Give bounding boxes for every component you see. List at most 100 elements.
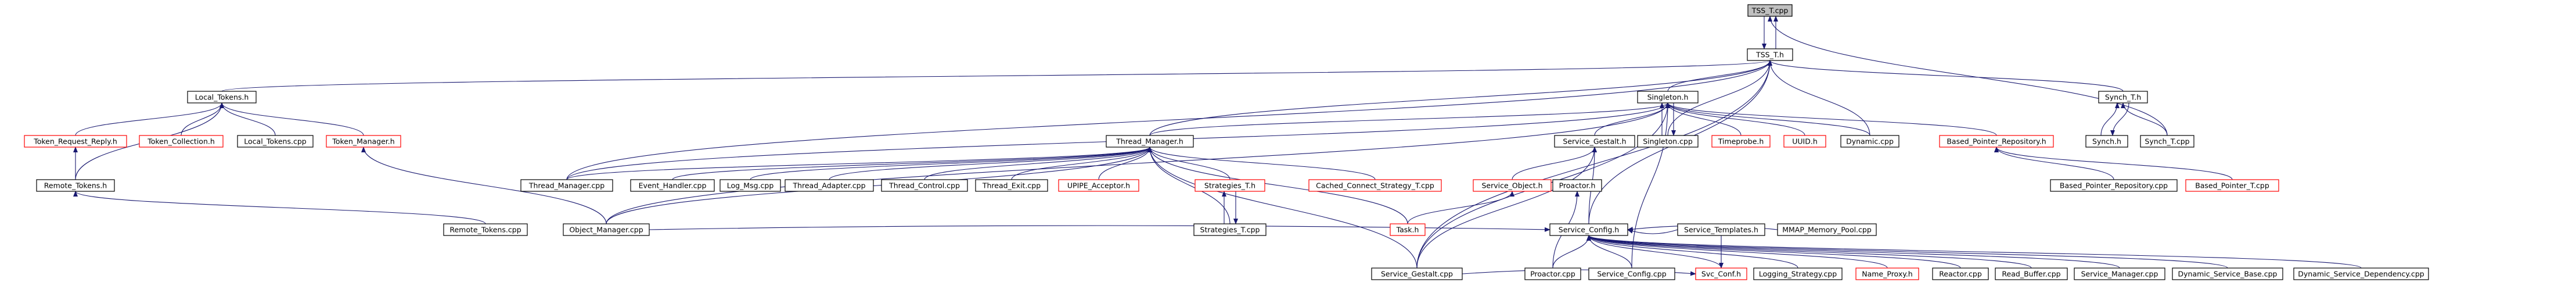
node-box — [1711, 135, 1771, 148]
node-service-gestalt-h[interactable]: Service_Gestalt.h — [1554, 135, 1635, 148]
node-token-collection-h[interactable]: Token_Collection.h — [139, 135, 224, 148]
node-task-h[interactable]: Task.h — [1390, 223, 1426, 236]
node-label: Reactor.cpp — [1939, 270, 1982, 279]
node-label: Synch.h — [2092, 137, 2121, 146]
edge-task_h-to-service_object_h — [1407, 191, 1514, 224]
node-box — [1747, 4, 1793, 17]
node-dynamic-service-dependency-cpp[interactable]: Dynamic_Service_Dependency.cpp — [2293, 267, 2429, 280]
node-remote-tokens-cpp[interactable]: Remote_Tokens.cpp — [443, 223, 528, 236]
node-based-pointer-t-cpp[interactable]: Based_Pointer_T.cpp — [2185, 179, 2279, 192]
node-token-request-reply-h[interactable]: Token_Request_Reply.h — [24, 135, 127, 148]
node-mmap-memory-pool-cpp[interactable]: MMAP_Memory_Pool.cpp — [1777, 223, 1877, 236]
node-label: Service_Config.h — [1559, 226, 1619, 234]
node-box — [1677, 223, 1765, 236]
node-box — [563, 223, 650, 236]
node-name-proxy-h[interactable]: Name_Proxy.h — [1855, 267, 1919, 280]
edge-synch_t_h-to-tss_t_h — [1768, 60, 2124, 92]
node-service-templates-h[interactable]: Service_Templates.h — [1677, 223, 1765, 236]
node-thread-exit-cpp[interactable]: Thread_Exit.cpp — [975, 179, 1048, 192]
node-label: Logging_Strategy.cpp — [1759, 270, 1837, 279]
edge-task_h-to-thread_manager_h — [1147, 147, 1408, 224]
node-box — [1549, 223, 1628, 236]
node-synch-h[interactable]: Synch.h — [2085, 135, 2128, 148]
node-box — [1932, 267, 1989, 280]
node-dynamic-service-base-cpp[interactable]: Dynamic_Service_Base.cpp — [2172, 267, 2283, 280]
edge-service_gestalt_cpp-to-tss_t_h — [1416, 60, 1772, 269]
edge-service_templates_h-to-service_config_h — [1627, 229, 1678, 234]
node-label: Thread_Adapter.cpp — [792, 181, 865, 190]
node-event-handler-cpp[interactable]: Event_Handler.cpp — [630, 179, 715, 192]
edge-token_manager_h-to-local_tokens_h — [220, 102, 364, 136]
node-local-tokens-cpp[interactable]: Local_Tokens.cpp — [237, 135, 314, 148]
node-box — [2140, 135, 2194, 148]
node-remote-tokens-h[interactable]: Remote_Tokens.h — [36, 179, 115, 192]
node-strategies-t-cpp[interactable]: Strategies_T.cpp — [1193, 223, 1267, 236]
node-service-config-h[interactable]: Service_Config.h — [1549, 223, 1628, 236]
edge-dynamic_service_base_cpp-to-service_config_h — [1586, 235, 2228, 269]
node-thread-manager-h[interactable]: Thread_Manager.h — [1106, 135, 1194, 148]
node-tss-t-cpp[interactable]: TSS_T.cpp — [1747, 4, 1793, 17]
node-proactor-h[interactable]: Proactor.h — [1552, 179, 1602, 192]
node-local-tokens-h[interactable]: Local_Tokens.h — [187, 91, 257, 103]
node-box — [1524, 267, 1581, 280]
edge-object_manager_cpp-to-singleton_h — [606, 102, 1670, 224]
edge-based_pointer_t_cpp-to-based_pointer_repository_h — [1994, 147, 2233, 180]
node-svc-conf-h[interactable]: Svc_Conf.h — [1695, 267, 1747, 280]
node-box — [139, 135, 224, 148]
node-service-object-h[interactable]: Service_Object.h — [1473, 179, 1552, 192]
node-label: Remote_Tokens.cpp — [449, 226, 521, 234]
node-synch-t-cpp[interactable]: Synch_T.cpp — [2140, 135, 2194, 148]
node-thread-control-cpp[interactable]: Thread_Control.cpp — [881, 179, 968, 192]
edge-strategies_t_cpp-to-thread_manager_h — [1147, 147, 1231, 224]
node-service-config-cpp[interactable]: Service_Config.cpp — [1588, 267, 1675, 280]
edge-cached_connect_strategy_t_cpp-to-thread_manager_h — [1147, 147, 1376, 180]
node-label: Token_Collection.h — [147, 137, 215, 146]
node-logging-strategy-cpp[interactable]: Logging_Strategy.cpp — [1753, 267, 1843, 280]
edge-strategies_t_h-to-thread_manager_h — [1147, 147, 1231, 180]
node-label: Service_Config.cpp — [1597, 270, 1666, 279]
edge-thread_adapter_cpp-to-thread_manager_h — [829, 147, 1152, 180]
edge-dynamic_cpp-to-singleton_h — [1665, 102, 1870, 136]
edge-reactor_cpp-to-service_config_h — [1586, 235, 1961, 269]
node-object-manager-cpp[interactable]: Object_Manager.cpp — [563, 223, 650, 236]
node-uuid-h[interactable]: UUID.h — [1783, 135, 1826, 148]
node-token-manager-h[interactable]: Token_Manager.h — [326, 135, 401, 148]
node-label: UUID.h — [1792, 137, 1818, 146]
node-box — [785, 179, 874, 192]
edge-remote_tokens_cpp-to-remote_tokens_h — [73, 191, 486, 224]
node-label: MMAP_Memory_Pool.cpp — [1782, 226, 1872, 234]
edge-name_proxy_h-to-service_config_h — [1586, 235, 1888, 269]
node-proactor-cpp[interactable]: Proactor.cpp — [1524, 267, 1581, 280]
node-label: Proactor.h — [1559, 181, 1596, 190]
node-tss-t-h[interactable]: TSS_T.h — [1747, 48, 1793, 61]
node-synch-t-h[interactable]: Synch_T.h — [2098, 91, 2148, 103]
node-reactor-cpp[interactable]: Reactor.cpp — [1932, 267, 1989, 280]
node-thread-manager-cpp[interactable]: Thread_Manager.cpp — [520, 179, 613, 192]
node-label: Service_Object.h — [1481, 181, 1542, 190]
node-based-pointer-repository-h[interactable]: Based_Pointer_Repository.h — [1939, 135, 2054, 148]
node-cached-connect-strategy-t-cpp[interactable]: Cached_Connect_Strategy_T.cpp — [1308, 179, 1442, 192]
node-upipe-acceptor-h[interactable]: UPIPE_Acceptor.h — [1058, 179, 1139, 192]
node-based-pointer-repository-cpp[interactable]: Based_Pointer_Repository.cpp — [2050, 179, 2178, 192]
node-read-buffer-cpp[interactable]: Read_Buffer.cpp — [1995, 267, 2068, 280]
node-label: Task.h — [1396, 226, 1419, 234]
edge-thread_manager_cpp-to-tss_t_h — [566, 60, 1772, 180]
edge-read_buffer_cpp-to-service_config_h — [1586, 235, 2032, 269]
edge-synch_t_h-to-synch_h — [2110, 102, 2129, 136]
node-service-gestalt-cpp[interactable]: Service_Gestalt.cpp — [1371, 267, 1463, 280]
node-box — [1777, 223, 1877, 236]
node-dynamic-cpp[interactable]: Dynamic.cpp — [1840, 135, 1899, 148]
node-singleton-h[interactable]: Singleton.h — [1637, 91, 1699, 103]
edge-synch_t_cpp-to-synch_t_h — [2121, 102, 2168, 136]
node-strategies-t-h[interactable]: Strategies_T.h — [1195, 179, 1265, 192]
node-label: Based_Pointer_Repository.h — [1947, 137, 2046, 146]
node-log-msg-cpp[interactable]: Log_Msg.cpp — [719, 179, 781, 192]
node-service-manager-cpp[interactable]: Service_Manager.cpp — [2074, 267, 2165, 280]
node-label: Token_Manager.h — [332, 137, 394, 146]
node-singleton-cpp[interactable]: Singleton.cpp — [1637, 135, 1699, 148]
node-label: Thread_Manager.cpp — [528, 181, 605, 190]
node-timeprobe-h[interactable]: Timeprobe.h — [1711, 135, 1771, 148]
edge-token_collection_h-to-local_tokens_h — [181, 102, 224, 136]
node-thread-adapter-cpp[interactable]: Thread_Adapter.cpp — [785, 179, 874, 192]
